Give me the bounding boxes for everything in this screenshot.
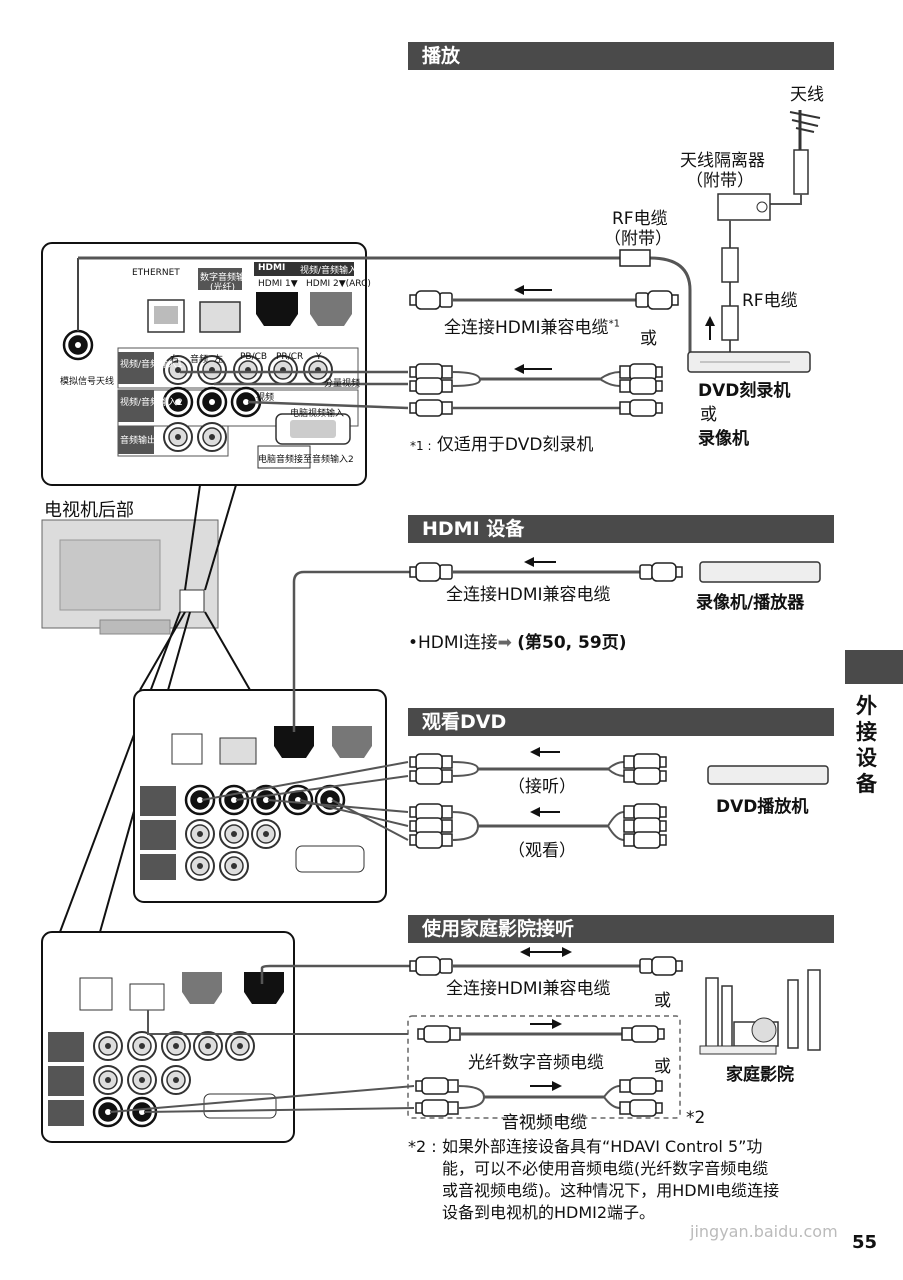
footnote-2-line: 设备到电视机的HDMI2端子。 [442, 1203, 656, 1222]
link-prefix: •HDMI连接 [408, 633, 498, 653]
side-tab-char: 设 [856, 746, 877, 770]
side-tab-char: 外 [856, 694, 877, 718]
rf-cable-top-label: RF电缆 [612, 209, 668, 229]
or-label: 或 [640, 329, 657, 349]
tv-back-label: 电视机后部 [44, 500, 134, 521]
right-channel-label: 右 [170, 355, 180, 365]
left-channel-label: 左 [214, 355, 224, 365]
or-label: 或 [700, 405, 717, 425]
optical-out-sub-label: (光纤) [210, 283, 236, 293]
hdmi-link-ref[interactable]: •HDMI连接➡ (第50, 59页) [408, 628, 626, 653]
rf-cable-top-sub-label: （附带） [604, 229, 672, 249]
audio-channel-label: 音频 [190, 355, 209, 365]
av-cable-label: 音视频电缆 [502, 1113, 587, 1133]
watch-label: （观看） [508, 841, 576, 861]
pr-label: PR/CR [276, 352, 304, 362]
section-title: 使用家庭影院接听 [422, 918, 575, 940]
or-label: 或 [654, 991, 671, 1011]
pb-label: PB/CB [240, 352, 268, 362]
antenna-jack [62, 329, 94, 361]
hdmi1-label: HDMI 1▼ [258, 279, 298, 289]
recorder-player-icon [699, 561, 821, 583]
hdmi1-port [256, 292, 298, 326]
home-theater-icon [699, 969, 821, 1055]
footnote-1: *1 : 仅适用于DVD刻录机 [410, 430, 593, 455]
ethernet-label: ETHERNET [132, 268, 180, 278]
splitter-label: 天线隔离器 [680, 151, 765, 171]
side-tab-char: 备 [856, 772, 877, 796]
section-bar-playback: 播放 [408, 42, 834, 70]
av-in1-label: 视频/音频输入1 [120, 360, 183, 370]
home-theater-label: 家庭影院 [726, 1065, 794, 1085]
section-title: HDMI 设备 [422, 518, 525, 540]
theater-hdmi-label: 全连接HDMI兼容电缆 [446, 979, 611, 999]
section-title: 播放 [422, 45, 461, 67]
y-label: Y [316, 352, 322, 362]
section-bar-theater: 使用家庭影院接听 [408, 915, 834, 943]
recorder-player-label: 录像机/播放器 [696, 593, 805, 613]
hdmi2-port [310, 292, 352, 326]
hdmi2-label: HDMI 2▼(ARC) [306, 279, 371, 289]
side-tab-marker [845, 650, 903, 684]
footnote-2-line: 或音视频电缆)。这种情况下，用HDMI电缆连接 [442, 1181, 780, 1200]
listen-label: （接听） [508, 777, 576, 797]
antenna-label: 天线 [790, 85, 824, 105]
hdmi-cable-label: 全连接HDMI兼容电缆 [446, 585, 611, 605]
section-bar-dvd: 观看DVD [408, 708, 834, 736]
hdmi-cable-text: 全连接HDMI兼容电缆 [444, 318, 609, 338]
or-label: 或 [654, 1057, 671, 1077]
note-mark: *2 [686, 1108, 706, 1128]
footnote-2-line: 如果外部连接设备具有“HDAVI Control 5”功 [442, 1137, 763, 1156]
page-number: 55 [852, 1232, 878, 1253]
side-tab-char: 接 [856, 720, 877, 744]
section-title: 观看DVD [422, 711, 507, 733]
dvd-recorder-label: DVD刻录机 [698, 381, 791, 401]
pc-in-label: 电脑视频输入 [290, 409, 345, 419]
note-mark: *1 : [410, 439, 432, 453]
audio-out-label: 音频输出 [120, 436, 157, 446]
pc-audio-label: 电脑音频接至音频输入2 [258, 455, 354, 465]
video-label: 视频 [256, 393, 275, 403]
hdmi-logo: HDMI [258, 263, 286, 273]
dvd-player-label: DVD播放机 [716, 797, 809, 817]
optical-port [199, 301, 241, 333]
av-in2-label: 视频/音频输入2 [120, 398, 183, 408]
component-label: 分量视频 [324, 379, 361, 389]
dvd-player-icon [707, 765, 829, 785]
section-bar-hdmi: HDMI 设备 [408, 515, 834, 543]
note-mark: *1 [608, 318, 620, 330]
antenna-icon [789, 110, 821, 195]
rf-cable-label: RF电缆 [742, 291, 798, 311]
watermark: jingyan.baidu.com [690, 1222, 838, 1241]
footnote-text: 仅适用于DVD刻录机 [436, 435, 594, 455]
optical-cable-label: 光纤数字音频电缆 [468, 1053, 604, 1073]
antenna-in-label: 模拟信号天线 [60, 377, 115, 387]
page-ref: (第50, 59页) [517, 633, 627, 653]
hdmi-cable-label: 全连接HDMI兼容电缆*1 [444, 313, 620, 338]
footnote-2-line: 能，可以不必使用音频电缆(光纤数字音频电缆 [442, 1159, 769, 1178]
vcr-label: 录像机 [698, 429, 749, 449]
arrow-right-icon: ➡ [497, 633, 512, 653]
footnote-2-mark: *2 : [408, 1137, 437, 1156]
optical-out-label: 数字音频输出 [200, 273, 255, 283]
splitter-sub-label: （附带） [686, 171, 754, 191]
av-in-label: 视频/音频输入 [300, 266, 358, 276]
